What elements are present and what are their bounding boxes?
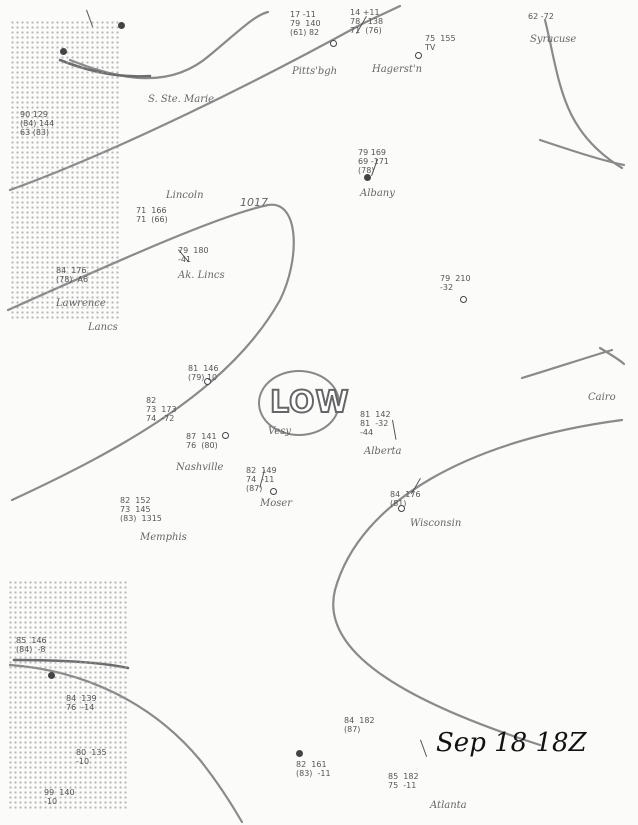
observation-text: 17 -11 79 140 (61) 82 bbox=[290, 10, 321, 37]
station-label: Atlanta bbox=[430, 800, 467, 811]
station-label: Vesy bbox=[268, 426, 292, 437]
station-label: S. Ste. Marie bbox=[148, 94, 215, 105]
observation-text: 84 176 (78) A6 bbox=[56, 266, 89, 284]
observation-text: 82 161 (83) -11 bbox=[296, 760, 331, 778]
low-label: LOW bbox=[269, 384, 350, 421]
observation-text: 81 146 (79) 10 bbox=[188, 364, 219, 382]
station-label: Lincoln bbox=[166, 190, 204, 201]
coastline-texture-nw bbox=[10, 20, 120, 320]
observation-text: 79 180 -41 bbox=[178, 246, 209, 264]
observation-text: 90 129 (84) 144 63 (83) bbox=[20, 110, 55, 137]
station-label: Moser bbox=[260, 498, 293, 509]
isobar-ne-arc bbox=[543, 18, 624, 170]
observation-text: 87 141 76 (80) bbox=[186, 432, 218, 450]
station-marker bbox=[330, 40, 337, 47]
station-label: Nashville bbox=[176, 462, 224, 473]
observation-text: 82 73 173 74 -72 bbox=[146, 396, 177, 423]
observation-text: 84 176 (81) bbox=[390, 490, 421, 508]
station-label: Lawrence bbox=[56, 298, 106, 309]
observation-text: 84 139 76 -14 bbox=[66, 694, 97, 712]
station-label: Syracuse bbox=[530, 34, 577, 45]
station-label: Wisconsin bbox=[410, 518, 462, 529]
station-marker bbox=[270, 488, 277, 495]
station-label: Ak. Lincs bbox=[178, 270, 225, 281]
station-label: Lancs bbox=[88, 322, 118, 333]
station-label: Cairo bbox=[588, 392, 616, 403]
station-label: Hagerst'n bbox=[372, 64, 423, 75]
station-label: Albany bbox=[360, 188, 395, 199]
isobar-ne-small bbox=[538, 138, 626, 167]
station-marker bbox=[460, 296, 467, 303]
isobar-short-east bbox=[520, 348, 614, 380]
observation-text: 81 142 81 -32 -44 bbox=[360, 410, 391, 437]
observation-text: 85 182 75 -11 bbox=[388, 772, 419, 790]
station-label: Alberta bbox=[364, 446, 402, 457]
station-marker bbox=[415, 52, 422, 59]
isobar-east-stub bbox=[598, 346, 626, 366]
observation-text: 79 169 69 -171 (78) bbox=[358, 148, 389, 175]
station-marker bbox=[48, 672, 55, 679]
coastline-texture-sw bbox=[8, 580, 128, 810]
observation-text: 71 166 71 (66) bbox=[136, 206, 168, 224]
station-marker bbox=[296, 750, 303, 757]
station-marker bbox=[364, 174, 371, 181]
observation-text: 80 135 -10 bbox=[76, 748, 107, 766]
observation-text: 62 -72 bbox=[528, 12, 554, 21]
observation-text: 14 +11 78 138 71 (76) bbox=[350, 8, 384, 35]
observation-text: 79 210 -32 bbox=[440, 274, 471, 292]
observation-text: 75 155 TV bbox=[425, 34, 456, 52]
map-date-label: Sep 18 18Z bbox=[436, 728, 587, 758]
isobar-label: 1017 bbox=[240, 196, 268, 209]
low-pressure-center: LOW bbox=[258, 370, 350, 436]
station-marker bbox=[118, 22, 125, 29]
station-marker bbox=[222, 432, 229, 439]
station-marker bbox=[60, 48, 67, 55]
observation-text: 85 146 (84) -8 bbox=[16, 636, 47, 654]
station-marker bbox=[204, 378, 211, 385]
station-marker bbox=[398, 505, 405, 512]
station-label: Memphis bbox=[140, 532, 187, 543]
isobar-1017 bbox=[6, 203, 295, 502]
observation-text: 82 152 73 145 (83) 1315 bbox=[120, 496, 162, 523]
observation-text: 82 149 74 -11 (87) bbox=[246, 466, 277, 493]
observation-text: 99 140 -10 bbox=[44, 788, 75, 806]
isobar-east-trough bbox=[332, 418, 624, 747]
station-label: Pitts'bgh bbox=[292, 66, 338, 77]
observation-text: 84 182 (87) bbox=[344, 716, 375, 734]
